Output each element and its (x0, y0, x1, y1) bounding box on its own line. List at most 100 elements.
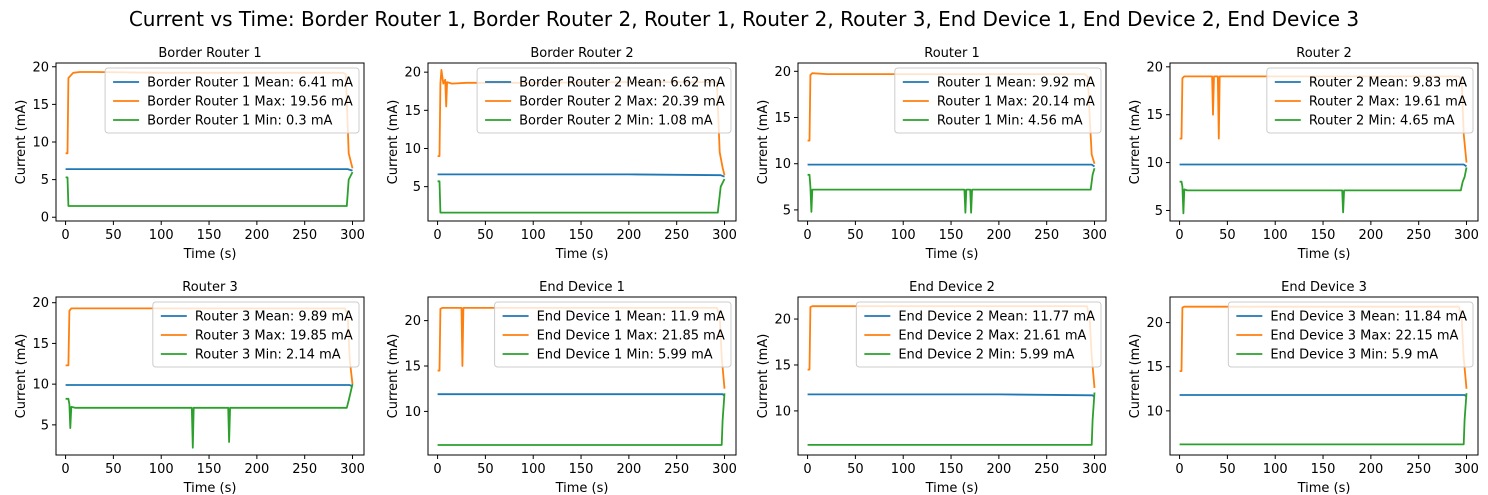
legend-label: End Device 1 Mean: 11.9 mA (537, 310, 726, 325)
legend-label: Router 2 Mean: 9.83 mA (1309, 76, 1467, 91)
y-tick-label: 20 (774, 313, 791, 328)
subplot-title: Border Router 2 (530, 46, 633, 61)
x-tick-label: 250 (1034, 228, 1059, 243)
x-tick-label: 300 (1454, 462, 1479, 477)
series-line-min (65, 383, 354, 449)
x-axis-label: Time (s) (925, 247, 979, 262)
x-tick-label: 300 (340, 462, 365, 477)
x-tick-label: 250 (1406, 228, 1431, 243)
y-tick-label: 10 (1146, 156, 1163, 171)
x-tick-label: 200 (244, 228, 269, 243)
series-line-min (807, 392, 1096, 446)
x-tick-label: 0 (61, 228, 69, 243)
x-tick-label: 150 (197, 228, 222, 243)
x-tick-label: 300 (712, 228, 737, 243)
x-tick-label: 100 (521, 228, 546, 243)
y-tick-label: 10 (404, 142, 421, 157)
legend-label: Router 1 Max: 20.14 mA (937, 95, 1095, 110)
y-tick-label: 20 (404, 314, 421, 329)
legend-box (894, 67, 1102, 134)
plot-frame (1169, 296, 1479, 456)
x-tick-label: 50 (477, 462, 494, 477)
plot-frame (427, 296, 737, 456)
x-tick-label: 50 (847, 462, 864, 477)
x-tick-label: 100 (149, 462, 174, 477)
legend-box (476, 67, 732, 134)
series-line-min (1179, 393, 1468, 446)
legend-box (152, 301, 360, 368)
subplot-title: Router 1 (924, 46, 980, 61)
series-line-mean (807, 393, 1096, 398)
x-tick-label: 0 (803, 228, 811, 243)
x-tick-label: 150 (1311, 462, 1336, 477)
x-tick-label: 200 (1358, 228, 1383, 243)
x-tick-label: 150 (939, 462, 964, 477)
subplot-title: End Device 3 (1281, 280, 1367, 295)
x-axis-label: Time (s) (1297, 247, 1351, 262)
y-tick-label: 15 (404, 360, 421, 375)
legend-label: Router 1 Mean: 9.92 mA (937, 76, 1095, 91)
y-tick-label: 10 (32, 378, 49, 393)
series-line-mean (807, 163, 1096, 168)
x-tick-label: 100 (891, 228, 916, 243)
legend-box (1266, 67, 1474, 134)
y-tick-label: 15 (774, 111, 791, 126)
legend-label: End Device 3 Max: 22.15 mA (1270, 329, 1458, 344)
y-tick-label: 20 (774, 65, 791, 80)
legend-label: Border Router 2 Max: 20.39 mA (519, 95, 725, 110)
x-tick-label: 300 (340, 228, 365, 243)
legend-label: Router 3 Max: 19.85 mA (195, 329, 353, 344)
plot-frame (427, 62, 737, 222)
x-tick-label: 50 (1219, 462, 1236, 477)
x-tick-label: 150 (569, 462, 594, 477)
legend-label: Border Router 2 Min: 1.08 mA (519, 114, 713, 129)
x-tick-label: 200 (616, 462, 641, 477)
series-line-min (1179, 167, 1468, 215)
series-line-mean (1179, 394, 1468, 398)
subplot-title: Router 3 (182, 280, 238, 295)
y-axis-label: Current (mA) (1128, 334, 1143, 419)
x-tick-label: 150 (569, 228, 594, 243)
y-axis-label: Current (mA) (14, 100, 29, 185)
legend-label: Router 3 Min: 2.14 mA (195, 348, 341, 363)
y-tick-label: 20 (1146, 316, 1163, 331)
plot-frame (55, 296, 365, 456)
x-tick-label: 150 (197, 462, 222, 477)
legend-label: Router 1 Min: 4.56 mA (937, 114, 1083, 129)
x-tick-label: 300 (1082, 462, 1107, 477)
x-tick-label: 200 (244, 462, 269, 477)
y-tick-label: 15 (404, 104, 421, 119)
y-tick-label: 15 (32, 337, 49, 352)
x-tick-label: 100 (149, 228, 174, 243)
legend-label: Router 3 Mean: 9.89 mA (195, 310, 353, 325)
legend-label: End Device 2 Max: 21.61 mA (898, 329, 1086, 344)
series-line-mean (437, 393, 726, 397)
x-tick-label: 250 (1034, 462, 1059, 477)
y-tick-label: 20 (32, 60, 49, 75)
legend-label: End Device 3 Min: 5.9 mA (1270, 348, 1438, 363)
x-tick-label: 0 (803, 462, 811, 477)
x-tick-label: 0 (1175, 462, 1183, 477)
x-axis-label: Time (s) (183, 481, 237, 495)
plot-frame (1169, 62, 1479, 222)
legend-label: End Device 1 Min: 5.99 mA (537, 348, 713, 363)
legend-label: Border Router 1 Mean: 6.41 mA (147, 76, 353, 91)
x-tick-label: 300 (1082, 228, 1107, 243)
legend-label: Router 2 Max: 19.61 mA (1309, 95, 1467, 110)
legend-label: End Device 1 Max: 21.85 mA (537, 329, 725, 344)
plot-frame (797, 296, 1107, 456)
y-tick-label: 20 (404, 66, 421, 81)
series-line-min (65, 171, 354, 207)
y-tick-label: 15 (774, 358, 791, 373)
x-tick-label: 150 (939, 228, 964, 243)
y-axis-label: Current (mA) (386, 100, 401, 185)
x-axis-label: Time (s) (925, 481, 979, 495)
